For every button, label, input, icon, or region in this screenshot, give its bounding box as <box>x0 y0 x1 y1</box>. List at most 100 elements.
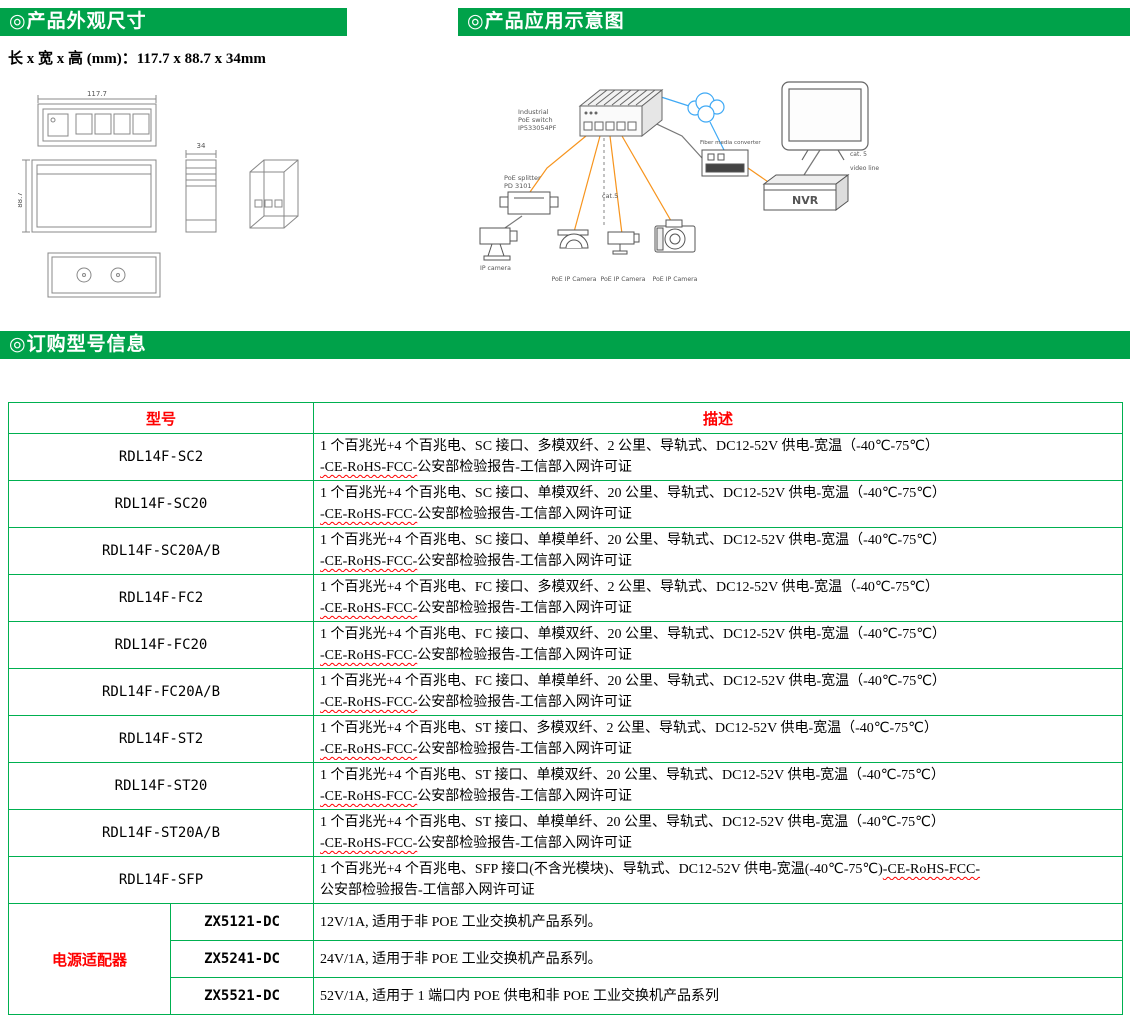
table-row: RDL14F-FC20 1 个百兆光+4 个百兆电、FC 接口、单模双纤、20 公… <box>7 621 1124 669</box>
table-row: RDL14F-SC2 1 个百兆光+4 个百兆电、SC 接口、多模双纤、2 公里、… <box>7 433 1124 481</box>
description-cell: 1 个百兆光+4 个百兆电、SFP 接口(不含光模块)、导轨式、DC12-52V… <box>313 856 1124 904</box>
switch-to-cloud-line <box>657 95 690 107</box>
switch-to-dome-line <box>573 135 601 233</box>
cert-text-underlined: -CE-RoHS-FCC- <box>320 836 418 851</box>
model-cell: RDL14F-SC20 <box>7 480 315 528</box>
switch-to-splitter-line <box>529 135 587 193</box>
depth-dimension-label: 34 <box>197 142 206 150</box>
cert-text-underlined: -CE-RoHS-FCC- <box>882 862 981 877</box>
description-cell: 1 个百兆光+4 个百兆电、ST 接口、单模单纤、20 公里、导轨式、DC12-… <box>313 809 1124 857</box>
industrial-switch-illustration <box>578 88 664 138</box>
width-dimension-label: 117.7 <box>87 90 107 98</box>
model-cell: RDL14F-SFP <box>7 856 315 904</box>
model-cell: RDL14F-SC20A/B <box>7 527 315 575</box>
description-text: 公安部检验报告-工信部入网许可证 <box>417 836 632 851</box>
description-text: 公安部检验报告-工信部入网许可证 <box>417 695 632 710</box>
description-text: 公安部检验报告-工信部入网许可证 <box>417 507 632 522</box>
model-cell: RDL14F-ST20 <box>7 762 315 810</box>
height-dimension-label: 88.7 <box>18 192 24 208</box>
model-cell: RDL14F-FC2 <box>7 574 315 622</box>
description-text: 1 个百兆光+4 个百兆电、SFP 接口(不含光模块)、导轨式、DC12-52V… <box>320 862 883 877</box>
description-text: 公安部检验报告-工信部入网许可证 <box>417 648 632 663</box>
switch-label-line3: IP533054PF <box>518 124 557 132</box>
splitter-illustration <box>499 191 559 215</box>
media-converter-illustration <box>701 149 749 177</box>
monitor-illustration <box>781 81 869 161</box>
top-view <box>31 159 157 233</box>
ordering-table-body: RDL14F-SC2 1 个百兆光+4 个百兆电、SC 接口、多模双纤、2 公里、… <box>7 433 1124 1015</box>
splitter-label-line1: PoE splitter <box>504 174 541 182</box>
table-header-row: 型号 描述 <box>7 402 1124 434</box>
description-text: 1 个百兆光+4 个百兆电、FC 接口、单模双纤、20 公里、导轨式、DC12-… <box>320 627 946 642</box>
bullet-camera-illustration <box>607 231 640 255</box>
front-view <box>37 103 157 147</box>
description-text: 公安部检验报告-工信部入网许可证 <box>417 601 632 616</box>
section-header-appearance: ◎产品外观尺寸 <box>0 8 347 36</box>
converter-label: Fiber media converter <box>700 140 761 146</box>
model-cell: RDL14F-FC20 <box>7 621 315 669</box>
cert-text-underlined: -CE-RoHS-FCC- <box>320 742 418 757</box>
model-cell: RDL14F-FC20A/B <box>7 668 315 716</box>
cert-text-underlined: -CE-RoHS-FCC- <box>320 507 418 522</box>
adapter-description-cell: 12V/1A, 适用于非 POE 工业交换机产品系列。 <box>313 903 1124 941</box>
adapter-description-cell: 24V/1A, 适用于非 POE 工业交换机产品系列。 <box>313 940 1124 978</box>
cat5-label: cat.5 <box>602 192 618 200</box>
bottom-view <box>47 252 161 298</box>
cert-text-underlined: -CE-RoHS-FCC- <box>320 648 418 663</box>
adapter-model-cell: ZX5521-DC <box>169 977 315 1015</box>
model-cell: RDL14F-SC2 <box>7 433 315 481</box>
description-text: 1 个百兆光+4 个百兆电、ST 接口、单模双纤、20 公里、导轨式、DC12-… <box>320 768 945 783</box>
cert-text-underlined: -CE-RoHS-FCC- <box>320 789 418 804</box>
table-row: RDL14F-SC20 1 个百兆光+4 个百兆电、SC 接口、单模双纤、20 公… <box>7 480 1124 528</box>
description-text: 公安部检验报告-工信部入网许可证 <box>417 554 632 569</box>
description-text: 公安部检验报告-工信部入网许可证 <box>320 883 535 898</box>
description-column-header: 描述 <box>313 402 1124 434</box>
adapter-model-cell: ZX5241-DC <box>169 940 315 978</box>
description-text: 1 个百兆光+4 个百兆电、SC 接口、单模双纤、20 公里、导轨式、DC12-… <box>320 486 946 501</box>
video-line-label: video line <box>850 165 879 172</box>
description-text: 1 个百兆光+4 个百兆电、ST 接口、多模双纤、2 公里、导轨式、DC12-5… <box>320 721 938 736</box>
cloud-icon <box>687 92 725 123</box>
splitter-label-line2: PD 3101 <box>504 182 532 190</box>
switch-label-line2: PoE switch <box>518 116 553 124</box>
description-cell: 1 个百兆光+4 个百兆电、FC 接口、单模单纤、20 公里、导轨式、DC12-… <box>313 668 1124 716</box>
perspective-view <box>249 159 299 229</box>
poe-camera-label-2: PoE IP Camera <box>601 276 646 283</box>
adapter-group-label: 电源适配器 <box>8 903 171 1015</box>
description-cell: 1 个百兆光+4 个百兆电、ST 接口、单模双纤、20 公里、导轨式、DC12-… <box>313 762 1124 810</box>
description-cell: 1 个百兆光+4 个百兆电、FC 接口、多模双纤、2 公里、导轨式、DC12-5… <box>313 574 1124 622</box>
description-cell: 1 个百兆光+4 个百兆电、SC 接口、多模双纤、2 公里、导轨式、DC12-5… <box>313 433 1124 481</box>
description-text: 公安部检验报告-工信部入网许可证 <box>417 789 632 804</box>
section-header-ordering: ◎订购型号信息 <box>0 331 1130 359</box>
description-text: 1 个百兆光+4 个百兆电、ST 接口、单模单纤、20 公里、导轨式、DC12-… <box>320 815 945 830</box>
nvr-illustration <box>762 174 850 211</box>
switch-to-bullet-line <box>609 135 623 235</box>
dome-camera-illustration <box>557 229 589 249</box>
switch-to-dslr-line <box>621 135 675 227</box>
cert-text-underlined: -CE-RoHS-FCC- <box>320 460 418 475</box>
cat5-label-right: cat. 5 <box>850 151 867 158</box>
model-cell: RDL14F-ST2 <box>7 715 315 763</box>
table-row: RDL14F-SFP 1 个百兆光+4 个百兆电、SFP 接口(不含光模块)、导轨… <box>7 856 1124 904</box>
adapter-model-cell: ZX5121-DC <box>169 903 315 941</box>
nvr-label: NVR <box>792 194 819 207</box>
dimensions-note: 长 x 宽 x 高 (mm)：117.7 x 88.7 x 34mm <box>8 51 266 67</box>
description-cell: 1 个百兆光+4 个百兆电、SC 接口、单模双纤、20 公里、导轨式、DC12-… <box>313 480 1124 528</box>
description-cell: 1 个百兆光+4 个百兆电、FC 接口、单模双纤、20 公里、导轨式、DC12-… <box>313 621 1124 669</box>
description-text: 1 个百兆光+4 个百兆电、SC 接口、多模双纤、2 公里、导轨式、DC12-5… <box>320 439 939 454</box>
cloud-to-converter-line <box>709 121 725 151</box>
application-diagram: NVR Industrial PoE switch IP533054PF Fi <box>479 81 879 283</box>
box-camera-illustration <box>479 227 518 261</box>
poe-camera-label-1: PoE IP Camera <box>552 276 597 283</box>
cert-text-underlined: -CE-RoHS-FCC- <box>320 695 418 710</box>
dslr-camera-illustration <box>654 219 696 253</box>
nvr-to-monitor-line <box>803 149 821 176</box>
technical-drawings: 117.7 88.7 34 <box>18 90 299 298</box>
table-row: RDL14F-ST20 1 个百兆光+4 个百兆电、ST 接口、单模双纤、20 公… <box>7 762 1124 810</box>
